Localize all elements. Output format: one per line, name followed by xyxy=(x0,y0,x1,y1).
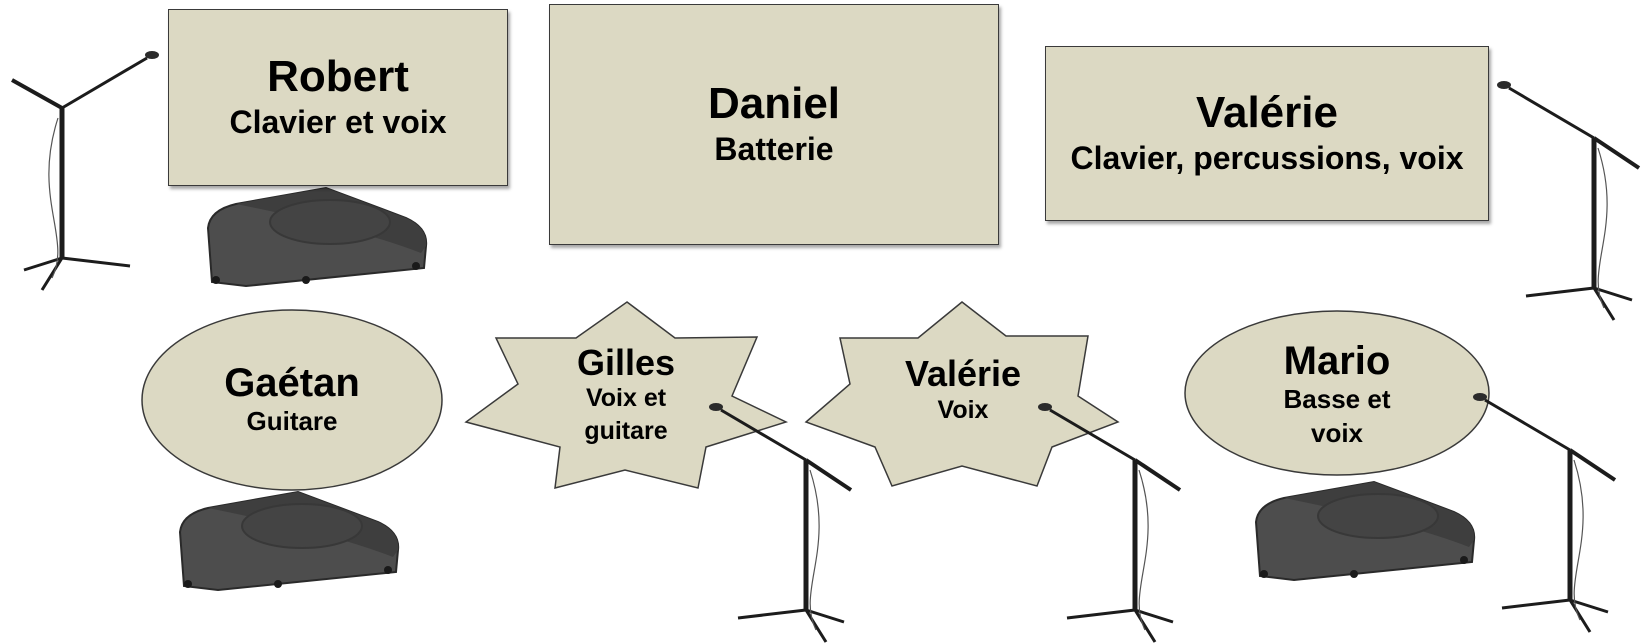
musician-name: Gaétan xyxy=(224,361,360,406)
musician-role: Clavier et voix xyxy=(229,103,447,140)
musician-box-daniel: Daniel Batterie xyxy=(549,4,999,245)
stage-monitor-icon xyxy=(1255,481,1476,581)
musician-role-line2: guitare xyxy=(584,416,668,445)
musician-name: Robert xyxy=(267,52,409,102)
musician-name: Gilles xyxy=(576,341,676,383)
microphone-stand-icon xyxy=(1497,81,1639,320)
stage-monitor-icon xyxy=(179,491,400,591)
musician-role: Voix xyxy=(937,395,989,424)
star-shape-valerie xyxy=(804,301,1120,487)
musician-oval-mario: Mario Basse et voix xyxy=(1237,338,1437,452)
musician-role-line1: Basse et xyxy=(1283,384,1391,415)
musician-role: Clavier, percussions, voix xyxy=(1070,139,1464,176)
musician-name: Daniel xyxy=(707,79,841,129)
musician-role: Batterie xyxy=(714,130,834,167)
musician-name: Valérie xyxy=(904,352,1022,394)
musician-role-line1: Voix et xyxy=(585,384,667,413)
oval-shape-mario xyxy=(1184,310,1490,476)
musician-name: Valérie xyxy=(1196,88,1338,138)
microphone-stand-icon xyxy=(12,51,159,290)
musician-role-line2: voix xyxy=(1310,418,1364,448)
musician-box-robert: Robert Clavier et voix xyxy=(168,9,508,186)
musician-star-gilles: Gilles Voix et guitare xyxy=(556,335,696,455)
musician-name: Mario xyxy=(1283,339,1391,384)
stage-monitor-icon xyxy=(207,187,428,287)
microphone-stand-icon xyxy=(1473,393,1615,632)
oval-shape-gaetan xyxy=(141,309,443,491)
musician-role: Guitare xyxy=(246,406,338,437)
musician-star-valerie-voice: Valérie Voix xyxy=(888,350,1038,430)
star-shape-gilles xyxy=(464,301,789,490)
musician-oval-gaetan: Gaétan Guitare xyxy=(162,350,422,450)
musician-box-valerie-keys: Valérie Clavier, percussions, voix xyxy=(1045,46,1489,221)
